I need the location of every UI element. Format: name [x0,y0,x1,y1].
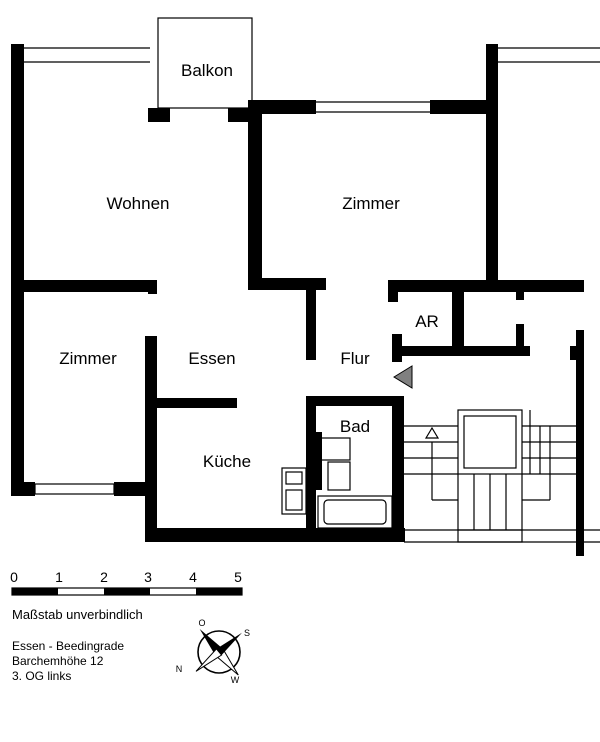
wall-ar-bottom [392,346,530,356]
wall-top-mid-b [430,100,496,114]
staircase [404,409,578,530]
address-line-1: Essen - Beedingrade [12,639,124,653]
scale-caption: Maßstab unverbindlich [12,607,143,622]
wall-ar-left [388,288,398,302]
compass-label-o: O [198,618,205,628]
wall-zimmerleft-essen [145,336,157,540]
entrance-marker-icon [393,365,413,389]
stair-window-a [457,529,523,543]
compass-label-s: S [244,628,250,638]
room-label-bad: Bad [340,417,370,436]
bathtub-inner [323,499,387,525]
wall-shaft [310,432,322,490]
wall-bottom [145,528,405,542]
room-label-flur: Flur [340,349,370,368]
compass-label-w: W [231,675,240,685]
window-zimmerleft-bottom [34,483,115,495]
wall-zimmer-bottom-b [388,280,584,292]
kitchen-sink [281,467,307,515]
wall-ar-right [452,288,464,350]
room-label-zimmer-top: Zimmer [342,194,400,213]
scale-tick-5: 5 [234,569,242,585]
scale-bar: 0 1 2 3 4 5 Maßstab unverbindlich [10,569,243,622]
wall-wohnen-zimmerleft [11,280,157,292]
wall-bad-right [392,396,404,542]
thin-lines [24,17,600,543]
window-bottom-2 [251,529,303,541]
room-label-kueche: Küche [203,452,251,471]
bathtub [317,495,393,529]
window-bottom-3 [319,529,371,541]
scale-seg-1 [12,588,58,595]
scale-tick-3: 3 [144,569,152,585]
wall-top-left [148,108,170,122]
address-line-2: Barchemhöhe 12 [12,654,104,668]
wall-top-mid [248,100,316,114]
room-label-balkon: Balkon [181,61,233,80]
compass-needle-east [216,632,242,656]
scale-tick-4: 4 [189,569,197,585]
wall-right-stub-c [576,330,584,556]
wall-wohnen-zimmer [248,100,262,286]
scale-seg-5 [196,588,242,595]
stair-arrow-icon [424,426,440,439]
bad-sink [327,461,351,491]
wall-right-stub-d [570,346,578,360]
stair-well-inner [463,415,517,469]
window-bottom-1 [185,529,237,541]
stair-well-outer [457,409,523,475]
wall-right-upper [486,44,498,284]
room-label-ar: AR [415,312,439,331]
wall-zimmer-bottom-a [248,278,326,290]
bad-box [317,437,351,461]
walls [11,44,584,556]
room-label-zimmer-left: Zimmer [59,349,117,368]
wall-right-stub-a [516,288,524,300]
compass-label-n: N [176,664,183,674]
compass-needle-west [195,648,223,672]
scale-tick-0: 0 [10,569,18,585]
address-line-3: 3. OG links [12,669,71,683]
wall-zimmerleft-bottom [11,482,35,496]
scale-seg-3 [104,588,150,595]
address-block: Essen - Beedingrade Barchemhöhe 12 3. OG… [12,639,124,683]
wall-right-stub-b [516,324,524,354]
compass-icon: O S W N [176,618,250,685]
scale-tick-2: 2 [100,569,108,585]
wall-ar-leftstub [392,334,402,362]
wall-stub-wohnen [148,280,157,294]
wall-flur-partition [306,290,316,360]
room-label-essen: Essen [188,349,235,368]
kitchen-sink-basin-b [285,489,303,511]
wall-zimmerleft-bottom-b [114,482,157,496]
kitchen-sink-basin-a [285,471,303,485]
wall-left-exterior [11,44,24,496]
scale-tick-1: 1 [55,569,63,585]
compass-ring [197,630,241,674]
wall-essen-kueche [145,398,237,408]
room-label-wohnen: Wohnen [106,194,169,213]
balcony-outline [157,17,253,109]
wall-bad-top [306,396,398,406]
wall-top-left-b [228,108,250,122]
